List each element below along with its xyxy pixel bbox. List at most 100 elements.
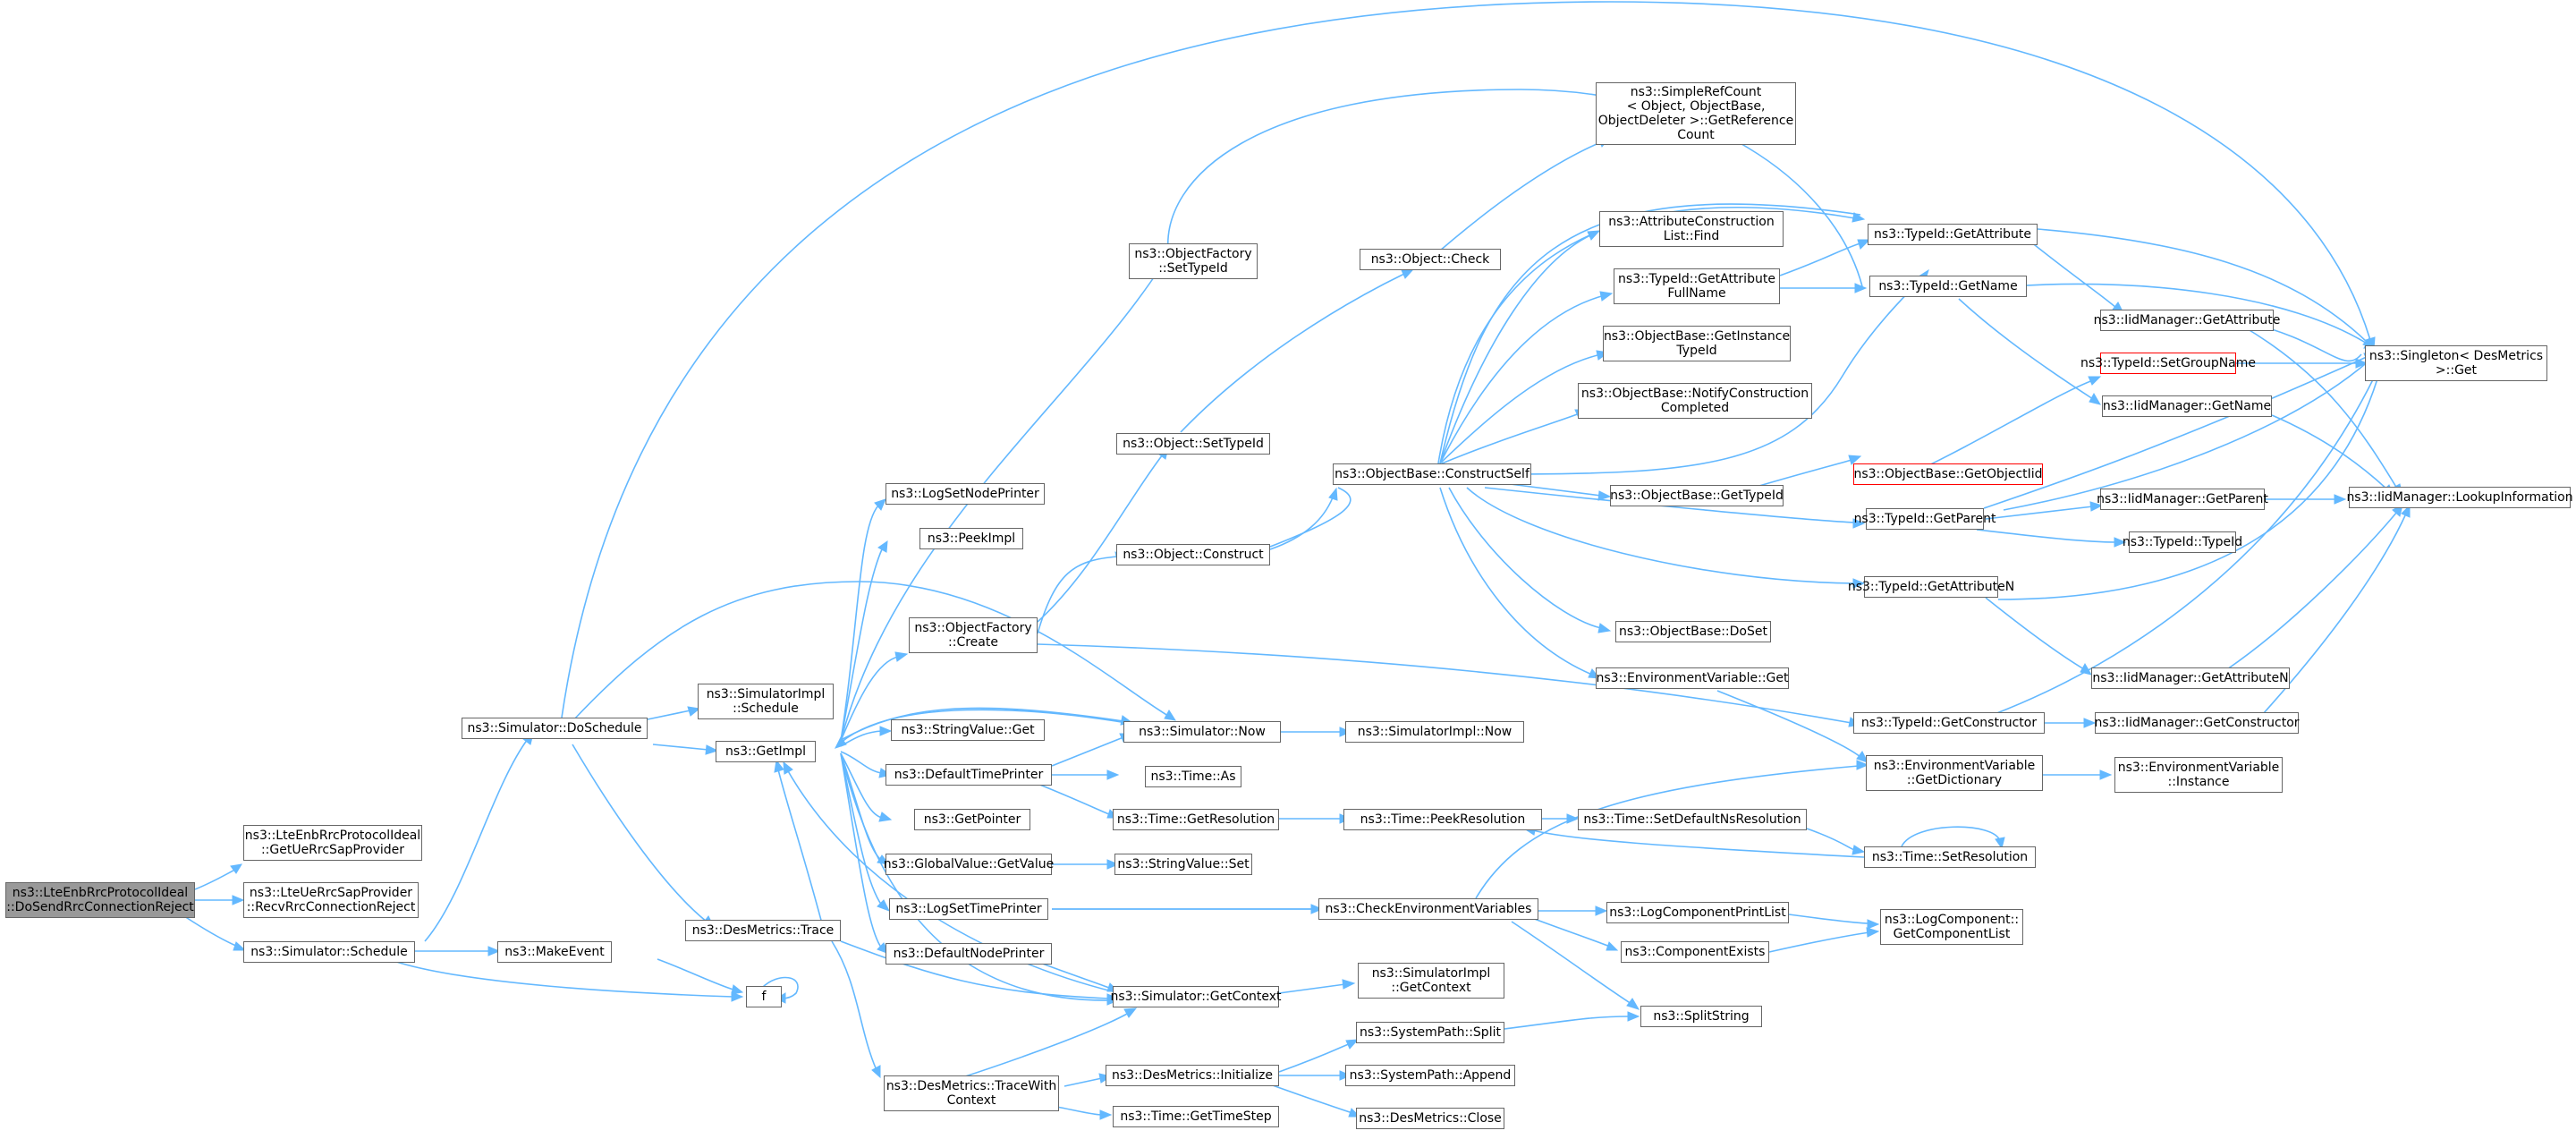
node-desmetrics-trace[interactable]: ns3::DesMetrics::Trace: [685, 920, 841, 941]
node-objectbase-doset[interactable]: ns3::ObjectBase::DoSet: [1615, 621, 1771, 642]
node-iidmanager-getattribute[interactable]: ns3::IidManager::GetAttribute: [2094, 310, 2280, 331]
edge-arrow: [1848, 455, 1862, 465]
node-objectbase-getobjectiid[interactable]: ns3::ObjectBase::GetObjectIid: [1853, 463, 2043, 485]
node-objectfactory-create[interactable]: ns3::ObjectFactory ::Create: [909, 617, 1038, 653]
node-time-getresolution[interactable]: ns3::Time::GetResolution: [1113, 809, 1279, 830]
edge-arrow: [877, 540, 888, 553]
edge-arrow: [2089, 392, 2102, 405]
edge: [777, 769, 824, 928]
node-peek-impl[interactable]: ns3::PeekImpl: [919, 528, 1023, 549]
node-check-environment-variables[interactable]: ns3::CheckEnvironmentVariables: [1318, 898, 1538, 920]
node-log-set-time-printer[interactable]: ns3::LogSetTimePrinter: [889, 898, 1048, 920]
node-iidmanager-getconstructor[interactable]: ns3::IidManager::GetConstructor: [2094, 712, 2300, 734]
node-typeid-getname[interactable]: ns3::TypeId::GetName: [1869, 276, 2027, 297]
node-iidmanager-getparent[interactable]: ns3::IidManager::GetParent: [2097, 489, 2268, 510]
edge-arrow: [878, 812, 893, 822]
node-objectbase-getinstancetypeid[interactable]: ns3::ObjectBase::GetInstance TypeId: [1603, 326, 1791, 361]
node-simulatorimpl-getcontext[interactable]: ns3::SimulatorImpl ::GetContext: [1358, 963, 1504, 999]
edge: [1502, 276, 1924, 475]
edge: [840, 548, 883, 742]
edge-arrow: [705, 744, 719, 755]
node-time-setresolution[interactable]: ns3::Time::SetResolution: [1864, 846, 2036, 868]
node-simulatorimpl-now[interactable]: ns3::SimulatorImpl::Now: [1345, 721, 1524, 743]
node-log-component-print-list[interactable]: ns3::LogComponentPrintList: [1606, 902, 1789, 923]
edge: [572, 581, 1169, 722]
node-default-node-printer[interactable]: ns3::DefaultNodePrinter: [886, 943, 1052, 965]
edge: [647, 710, 691, 720]
node-logcomponent-getcomponentlist[interactable]: ns3::LogComponent:: GetComponentList: [1880, 909, 2023, 945]
node-iidmanager-getname[interactable]: ns3::IidManager::GetName: [2102, 395, 2272, 417]
node-simulatorimpl-schedule[interactable]: ns3::SimulatorImpl ::Schedule: [698, 684, 834, 719]
node-object-settypeid[interactable]: ns3::Object::SetTypeId: [1116, 433, 1270, 455]
node-desmetrics-tracewithcontext[interactable]: ns3::DesMetrics::TraceWith Context: [884, 1075, 1059, 1111]
edge: [840, 752, 1110, 1001]
node-simplerefcount-getreferencecount[interactable]: ns3::SimpleRefCount < Object, ObjectBase…: [1596, 82, 1796, 145]
edge: [1439, 294, 1606, 464]
node-objectbase-gettypeid[interactable]: ns3::ObjectBase::GetTypeId: [1610, 485, 1784, 506]
node-stringvalue-set[interactable]: ns3::StringValue::Set: [1114, 854, 1252, 875]
node-simulator-schedule[interactable]: ns3::Simulator::Schedule: [243, 941, 415, 963]
node-simulator-doschedule[interactable]: ns3::Simulator::DoSchedule: [462, 718, 648, 739]
edge-arrow: [1599, 291, 1614, 302]
edge-arrow: [1857, 239, 1871, 250]
node-objectbase-constructself[interactable]: ns3::ObjectBase::ConstructSelf: [1333, 463, 1531, 485]
node-split-string[interactable]: ns3::SplitString: [1640, 1006, 1762, 1027]
edge-arrow: [1587, 230, 1601, 241]
edge-arrow: [1597, 490, 1612, 501]
node-get-pointer[interactable]: ns3::GetPointer: [914, 809, 1030, 830]
edge-arrow: [1627, 1011, 1640, 1022]
node-typeid-getattributefullname[interactable]: ns3::TypeId::GetAttribute FullName: [1614, 268, 1780, 304]
node-attributeconstructionlist-find[interactable]: ns3::AttributeConstruction List::Find: [1599, 211, 1784, 247]
node-component-exists[interactable]: ns3::ComponentExists: [1621, 941, 1769, 963]
node-environmentvariable-get[interactable]: ns3::EnvironmentVariable::Get: [1596, 667, 1789, 689]
edge: [1484, 487, 1856, 523]
edge: [393, 960, 734, 998]
edge: [1037, 643, 1852, 724]
edge-arrow: [1995, 837, 2005, 850]
node-time-as[interactable]: ns3::Time::As: [1145, 766, 1241, 787]
node-desmetrics-initialize[interactable]: ns3::DesMetrics::Initialize: [1106, 1065, 1279, 1086]
node-get-impl[interactable]: ns3::GetImpl: [716, 741, 816, 762]
node-typeid-typeid[interactable]: ns3::TypeId::TypeId: [2123, 531, 2242, 553]
node-globalvalue-getvalue[interactable]: ns3::GlobalValue::GetValue: [884, 854, 1054, 875]
node-get-ue-rrc-sap-provider[interactable]: ns3::LteEnbRrcProtocolIdeal ::GetUeRrcSa…: [243, 825, 422, 861]
edge-arrow: [894, 651, 909, 662]
node-desmetrics-close[interactable]: ns3::DesMetrics::Close: [1356, 1108, 1504, 1129]
node-recv-rrc-connection-reject[interactable]: ns3::LteUeRrcSapProvider ::RecvRrcConnec…: [243, 882, 419, 918]
node-time-gettimestep[interactable]: ns3::Time::GetTimeStep: [1113, 1106, 1279, 1127]
node-singleton-desmetrics-get[interactable]: ns3::Singleton< DesMetrics >::Get: [2365, 345, 2547, 381]
node-object-check[interactable]: ns3::Object::Check: [1360, 249, 1501, 270]
edge: [1037, 961, 1110, 989]
node-environmentvariable-instance[interactable]: ns3::EnvironmentVariable ::Instance: [2114, 757, 2283, 793]
node-systempath-split[interactable]: ns3::SystemPath::Split: [1356, 1022, 1504, 1043]
node-typeid-getattributen[interactable]: ns3::TypeId::GetAttributeN: [1848, 576, 2014, 598]
edge-arrow: [877, 899, 891, 912]
edge: [1958, 298, 2094, 400]
node-log-set-node-printer[interactable]: ns3::LogSetNodePrinter: [886, 483, 1045, 505]
node-default-time-printer[interactable]: ns3::DefaultTimePrinter: [886, 764, 1052, 786]
node-typeid-getparent[interactable]: ns3::TypeId::GetParent: [1854, 508, 1996, 530]
edge: [2037, 228, 2368, 343]
edge-arrow: [487, 946, 501, 956]
node-objectbase-notifyconstructioncompleted[interactable]: ns3::ObjectBase::NotifyConstruction Comp…: [1578, 383, 1812, 419]
node-iidmanager-getattributen[interactable]: ns3::IidManager::GetAttributeN: [2091, 667, 2290, 689]
node-simulator-now[interactable]: ns3::Simulator::Now: [1123, 721, 1281, 743]
node-object-construct[interactable]: ns3::Object::Construct: [1116, 544, 1270, 565]
node-time-peekresolution[interactable]: ns3::Time::PeekResolution: [1343, 809, 1542, 830]
node-typeid-getattribute[interactable]: ns3::TypeId::GetAttribute: [1868, 224, 2038, 245]
node-stringvalue-get[interactable]: ns3::StringValue::Get: [891, 719, 1045, 741]
node-environmentvariable-getdictionary[interactable]: ns3::EnvironmentVariable ::GetDictionary: [1866, 755, 2043, 791]
node-f[interactable]: f: [746, 986, 782, 1007]
node-typeid-getconstructor[interactable]: ns3::TypeId::GetConstructor: [1853, 712, 2045, 734]
node-iidmanager-lookupinformation[interactable]: ns3::IidManager::LookupInformation: [2346, 487, 2573, 508]
node-typeid-setgroupname[interactable]: ns3::TypeId::SetGroupName: [2080, 353, 2256, 374]
edge: [1437, 206, 1856, 464]
node-make-event[interactable]: ns3::MakeEvent: [497, 941, 612, 963]
edge-arrow: [2088, 376, 2102, 386]
edge: [1532, 829, 1865, 858]
edge: [1529, 916, 1611, 948]
node-time-setdefaultnsresolution[interactable]: ns3::Time::SetDefaultNsResolution: [1578, 809, 1807, 830]
node-simulator-getcontext[interactable]: ns3::Simulator::GetContext: [1110, 986, 1282, 1007]
node-objectfactory-settypeid[interactable]: ns3::ObjectFactory ::SetTypeId: [1129, 243, 1258, 279]
node-systempath-append[interactable]: ns3::SystemPath::Append: [1345, 1065, 1515, 1086]
